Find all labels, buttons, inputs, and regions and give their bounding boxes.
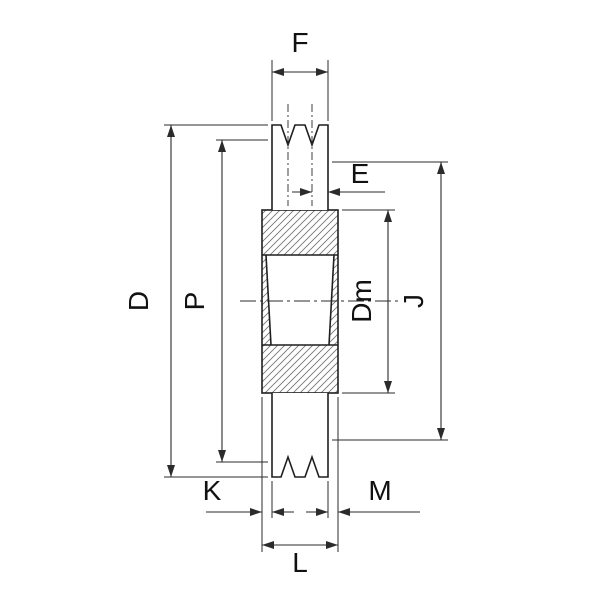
- dimension-label-p: P: [179, 292, 210, 311]
- dimension-label-m: M: [368, 475, 391, 506]
- dimension-l: L: [261, 397, 339, 578]
- dimension-p: P: [179, 139, 268, 463]
- dimension-label-e: E: [351, 158, 370, 189]
- dimension-label-d: D: [123, 291, 154, 311]
- dimension-dm: Dm: [342, 209, 395, 394]
- dimension-label-j: J: [398, 294, 429, 308]
- dimension-e: E: [292, 158, 385, 196]
- dimension-m: M: [306, 475, 420, 518]
- rim-top-section: [271, 124, 329, 210]
- rim-bottom-section: [271, 393, 329, 478]
- bore-taper-right: [328, 254, 335, 346]
- dimension-f: F: [271, 27, 329, 121]
- dimension-label-f: F: [291, 27, 308, 58]
- dimension-label-k: K: [203, 475, 222, 506]
- hub-hatch-fill: [262, 210, 338, 393]
- dimension-k: K: [203, 475, 294, 518]
- dimension-d: D: [123, 124, 268, 478]
- dimension-j: J: [332, 161, 448, 441]
- pulley-section: [240, 104, 400, 478]
- dimension-label-l: L: [292, 547, 308, 578]
- bore-taper-left: [265, 254, 272, 346]
- dimension-label-dm: Dm: [346, 279, 377, 323]
